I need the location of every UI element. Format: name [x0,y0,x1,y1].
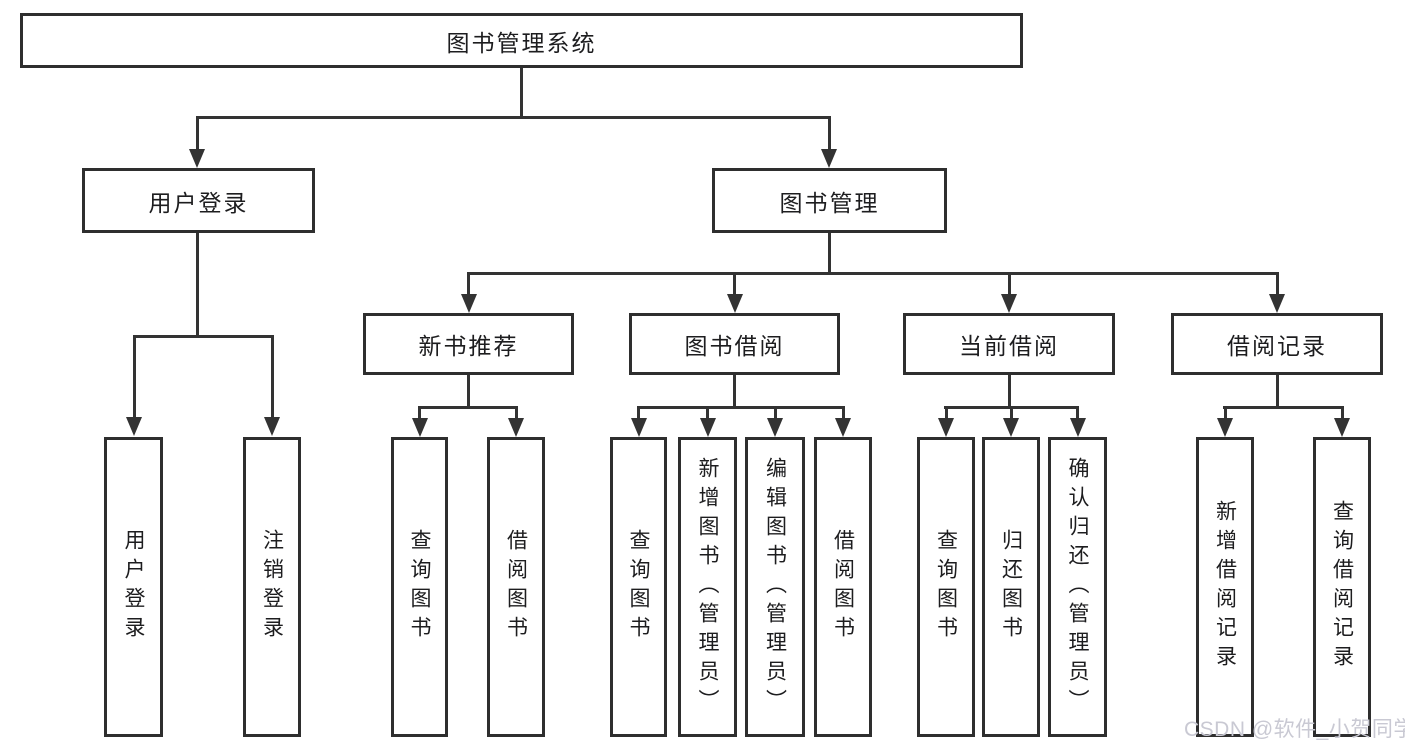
arrow-down-icon [1003,418,1019,437]
connector-line [706,406,709,422]
node-label: 编辑图书（管理员） [763,456,787,718]
node-borrowing-records: 借阅记录 [1171,313,1383,375]
arrow-down-icon [1070,418,1086,437]
connector-line [1008,375,1011,408]
node-current-borrowing: 当前借阅 [903,313,1115,375]
leaf-return-books: 归还图书 [982,437,1040,737]
leaf-query-borrow-record: 查询借阅记录 [1313,437,1371,737]
connector-line [418,406,518,409]
connector-line [1341,406,1344,422]
connector-line [467,272,470,300]
arrow-down-icon [767,418,783,437]
node-new-book-recommendation: 新书推荐 [363,313,574,375]
leaf-add-books-admin: 新增图书（管理员） [678,437,737,737]
connector-line [828,233,831,274]
connector-line [1276,272,1279,300]
arrow-down-icon [821,149,837,168]
node-book-borrowing: 图书借阅 [629,313,840,375]
arrow-down-icon [412,418,428,437]
arrow-down-icon [727,294,743,313]
connector-line [515,406,518,422]
connector-line [842,406,845,422]
connector-line [637,406,640,422]
arrow-down-icon [264,417,280,436]
arrow-down-icon [189,149,205,168]
connector-line [1076,406,1079,422]
connector-line [271,335,274,420]
node-label: 新书推荐 [418,333,519,359]
connector-line [520,68,523,118]
arrow-down-icon [1001,294,1017,313]
node-label: 新增图书（管理员） [696,456,719,718]
node-label: 查询图书 [627,529,650,645]
arrow-down-icon [700,418,716,437]
connector-line [196,116,831,119]
connector-line [1008,272,1011,300]
connector-line [418,406,421,422]
arrow-down-icon [631,418,647,437]
node-label: 查询借阅记录 [1330,500,1354,674]
connector-line [828,116,831,154]
arrow-down-icon [938,418,954,437]
node-label: 图书管理系统 [446,29,597,56]
connector-line [467,375,470,408]
arrow-down-icon [1269,294,1285,313]
connector-line [1276,375,1279,408]
node-user-login: 用户登录 [82,168,315,233]
connector-line [1010,406,1013,422]
connector-line [774,406,777,422]
leaf-confirm-return-admin: 确认归还（管理员） [1048,437,1107,737]
connector-line [1223,406,1344,409]
node-label: 确认归还（管理员） [1066,456,1089,718]
leaf-user-login: 用户登录 [104,437,163,737]
leaf-borrow-books-recommend: 借阅图书 [487,437,545,737]
node-label: 新增借阅记录 [1213,500,1237,674]
leaf-add-borrow-record: 新增借阅记录 [1196,437,1254,737]
node-label: 查询图书 [934,529,958,645]
node-label: 用户登录 [122,529,145,645]
node-library-management-system: 图书管理系统 [20,13,1023,68]
leaf-edit-books-admin: 编辑图书（管理员） [745,437,805,737]
arrow-down-icon [508,418,524,437]
node-label: 借阅图书 [831,529,855,645]
csdn-watermark: CSDN @软件_小贺同学 [1184,718,1405,741]
node-label: 注销登录 [260,529,284,645]
connector-line [945,406,948,422]
node-label: 借阅记录 [1227,333,1327,359]
leaf-query-books-borrow: 查询图书 [610,437,667,737]
leaf-logout: 注销登录 [243,437,301,737]
node-label: 归还图书 [999,529,1023,645]
arrow-down-icon [126,417,142,436]
arrow-down-icon [1217,418,1233,437]
connector-line [637,406,845,409]
connector-line [1224,406,1227,422]
node-label: 用户登录 [148,189,249,216]
connector-line [133,335,274,338]
arrow-down-icon [461,294,477,313]
connector-line [196,233,199,338]
node-label: 查询图书 [408,529,431,645]
node-label: 图书管理 [779,189,880,216]
node-label: 图书借阅 [684,333,785,359]
arrow-down-icon [1334,418,1350,437]
node-label: 当前借阅 [959,333,1059,359]
leaf-query-books-recommend: 查询图书 [391,437,448,737]
leaf-borrow-books: 借阅图书 [814,437,872,737]
arrow-down-icon [835,418,851,437]
leaf-query-books-current: 查询图书 [917,437,975,737]
connector-line [133,335,136,420]
node-label: 借阅图书 [504,529,528,645]
connector-line [733,272,736,300]
connector-line [467,272,1279,275]
connector-line [733,375,736,408]
connector-line [196,116,199,154]
node-book-management: 图书管理 [712,168,947,233]
